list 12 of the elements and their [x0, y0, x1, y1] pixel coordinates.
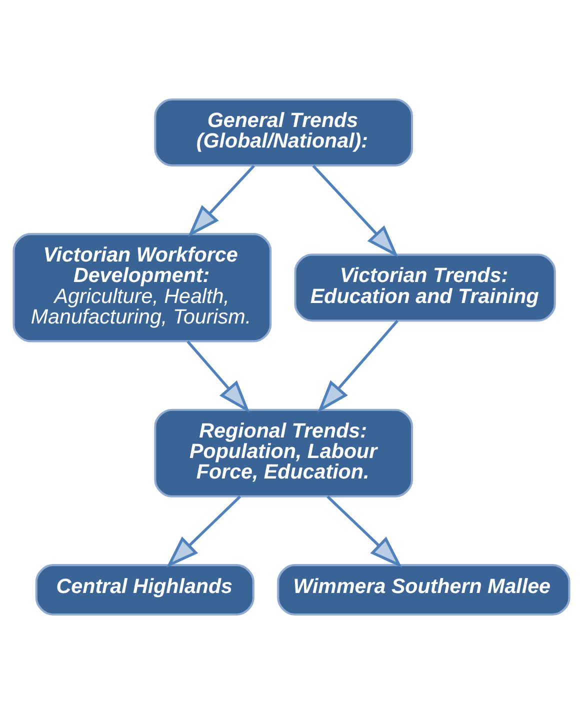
node-box: General Trends (Global/National): [154, 98, 414, 166]
node-box: Central Highlands [35, 564, 254, 616]
node-box: Wimmera Southern Mallee [277, 564, 570, 616]
arrow [166, 495, 242, 568]
node-box: Regional Trends: Population, Labour Force, Education. [154, 408, 414, 497]
arrow [326, 495, 402, 568]
arrow [318, 319, 398, 412]
node-box: Victorian Trends: Education and Training [294, 253, 556, 322]
arrow [312, 164, 398, 257]
arrow [188, 164, 255, 236]
arrow [186, 340, 250, 412]
node-box: Victorian Workforce Development: Agriculture, Health, Manufacturing, Tourism. [12, 232, 272, 342]
